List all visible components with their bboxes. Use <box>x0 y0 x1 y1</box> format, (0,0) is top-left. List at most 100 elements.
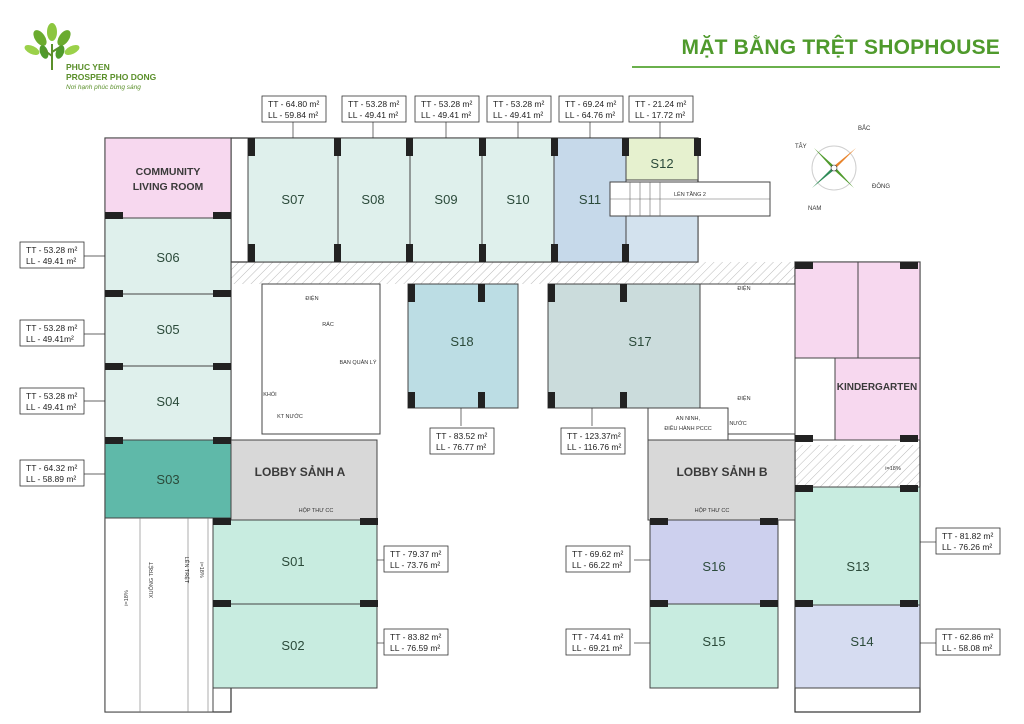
unit-s12[interactable] <box>625 137 699 181</box>
area-box-s05 <box>19 319 85 347</box>
label-mailbox-b: HỘP THƯ CC <box>695 507 730 514</box>
label-s12: S12 <box>650 156 673 171</box>
security-room <box>647 407 729 441</box>
unit-s16[interactable] <box>649 519 779 605</box>
corridor-main <box>230 262 795 284</box>
label-stair-level2: LÊN TẦNG 2 <box>674 190 706 198</box>
area-box-s07 <box>261 95 327 123</box>
unit-s09[interactable] <box>409 137 483 263</box>
label-s02: S02 <box>281 638 304 653</box>
unit-s02[interactable] <box>212 603 378 689</box>
label-s04: S04 <box>156 394 179 409</box>
area-tt-s09: TT - 53.28 m² <box>421 99 472 109</box>
area-ll-s13: LL - 76.26 m² <box>942 542 992 552</box>
label-s06: S06 <box>156 250 179 265</box>
label-s18: S18 <box>450 334 473 349</box>
unit-s06[interactable] <box>104 217 232 295</box>
area-ll-s15: LL - 69.21 m² <box>572 643 622 653</box>
logo-tagline: Nơi hạnh phúc bừng sáng <box>66 84 141 91</box>
area-box-s14 <box>935 628 1001 656</box>
unit-s08[interactable] <box>337 137 411 263</box>
unit-s17[interactable] <box>547 283 725 409</box>
label-s05: S05 <box>156 322 179 337</box>
area-box-s01 <box>383 545 449 573</box>
unit-s10[interactable] <box>481 137 555 263</box>
label-s10: S10 <box>506 192 529 207</box>
tree-logo-icon <box>24 23 80 70</box>
unit-s05[interactable] <box>104 293 232 367</box>
area-tt-s14: TT - 62.86 m² <box>942 632 993 642</box>
stair-lines <box>610 182 770 216</box>
area-tt-s17: TT - 123.37m² <box>567 431 621 441</box>
unit-s07[interactable] <box>247 137 339 263</box>
area-ll-s17: LL - 116.76 m² <box>567 442 622 452</box>
label-s01: S01 <box>281 554 304 569</box>
area-ll-s14: LL - 58.08 m² <box>942 643 992 653</box>
community-living-room[interactable] <box>104 137 232 219</box>
ramp-b-area <box>795 445 920 487</box>
label-s14: S14 <box>850 634 873 649</box>
unit-s11-ext <box>625 215 699 263</box>
label-s17: S17 <box>628 334 651 349</box>
area-box-s11 <box>558 95 624 123</box>
area-tt-s04: TT - 53.28 m² <box>26 391 77 401</box>
label-slope-c: i=18% <box>885 466 901 472</box>
leader-lines <box>82 122 936 644</box>
unit-s18[interactable] <box>407 283 519 409</box>
label-s03: S03 <box>156 472 179 487</box>
label-s07: S07 <box>281 192 304 207</box>
unit-s14[interactable] <box>794 604 921 689</box>
area-ll-s06: LL - 49.41 m² <box>26 256 76 266</box>
area-box-s09 <box>414 95 480 123</box>
label-slope-a: i=18% <box>124 590 130 606</box>
label-khoi: KHÓI <box>263 391 277 398</box>
kindergarten-partitions <box>795 262 920 359</box>
area-ll-s02: LL - 76.59 m² <box>390 643 440 653</box>
service-core-a <box>261 283 381 435</box>
unit-s15[interactable] <box>649 603 779 689</box>
unit-s01[interactable] <box>212 519 378 605</box>
unit-s03[interactable] <box>104 439 232 519</box>
label-s11: S11 <box>579 192 601 207</box>
area-box-s16 <box>565 545 631 573</box>
area-box-s08 <box>341 95 407 123</box>
area-ll-s03: LL - 58.89 m² <box>26 474 76 484</box>
area-box-s17 <box>560 427 626 455</box>
lobby-b[interactable] <box>647 439 796 521</box>
area-ll-s04: LL - 49.41 m² <box>26 402 76 412</box>
area-box-s02 <box>383 628 449 656</box>
kindergarten-stair <box>794 357 836 441</box>
room-labels: COMMUNITY LIVING ROOM KINDERGARTEN LOBBY… <box>124 166 917 606</box>
area-tt-s12: TT - 21.24 m² <box>635 99 686 109</box>
label-lobby-a: LOBBY SẢNH A <box>255 464 346 479</box>
label-dien-3: ĐIỆN <box>737 394 750 402</box>
label-s16: S16 <box>702 559 725 574</box>
structural-columns <box>105 138 918 607</box>
area-tt-s13: TT - 81.82 m² <box>942 531 993 541</box>
title-divider <box>632 66 1000 68</box>
unit-s04[interactable] <box>104 365 232 441</box>
lobby-a[interactable] <box>230 439 378 521</box>
area-tt-s06: TT - 53.28 m² <box>26 245 77 255</box>
logo-line1: PHUC YEN <box>66 62 110 72</box>
area-ll-s16: LL - 66.22 m² <box>572 560 622 570</box>
label-security-2: ĐIỀU HÀNH PCCC <box>664 425 711 432</box>
label-ramp-up: LÊN TRỆT <box>183 557 191 584</box>
area-tt-s11: TT - 69.24 m² <box>565 99 616 109</box>
area-box-s12 <box>628 95 694 123</box>
label-community-2: LIVING ROOM <box>133 181 204 193</box>
area-tt-s01: TT - 79.37 m² <box>390 549 441 559</box>
area-ll-s07: LL - 59.84 m² <box>268 110 318 120</box>
area-tt-s08: TT - 53.28 m² <box>348 99 399 109</box>
area-tt-s15: TT - 74.41 m² <box>572 632 623 642</box>
area-tt-s18: TT - 83.52 m² <box>436 431 487 441</box>
label-ramp-down: XUỐNG TRỆT <box>147 561 155 598</box>
area-ll-s10: LL - 49.41 m² <box>493 110 543 120</box>
ramp-a <box>104 517 214 713</box>
label-management: BAN QUẢN LÝ <box>340 359 377 366</box>
unit-s13[interactable] <box>794 486 921 606</box>
area-box-s15 <box>565 628 631 656</box>
area-tt-s16: TT - 69.62 m² <box>572 549 623 559</box>
area-tt-s03: TT - 64.32 m² <box>26 463 77 473</box>
